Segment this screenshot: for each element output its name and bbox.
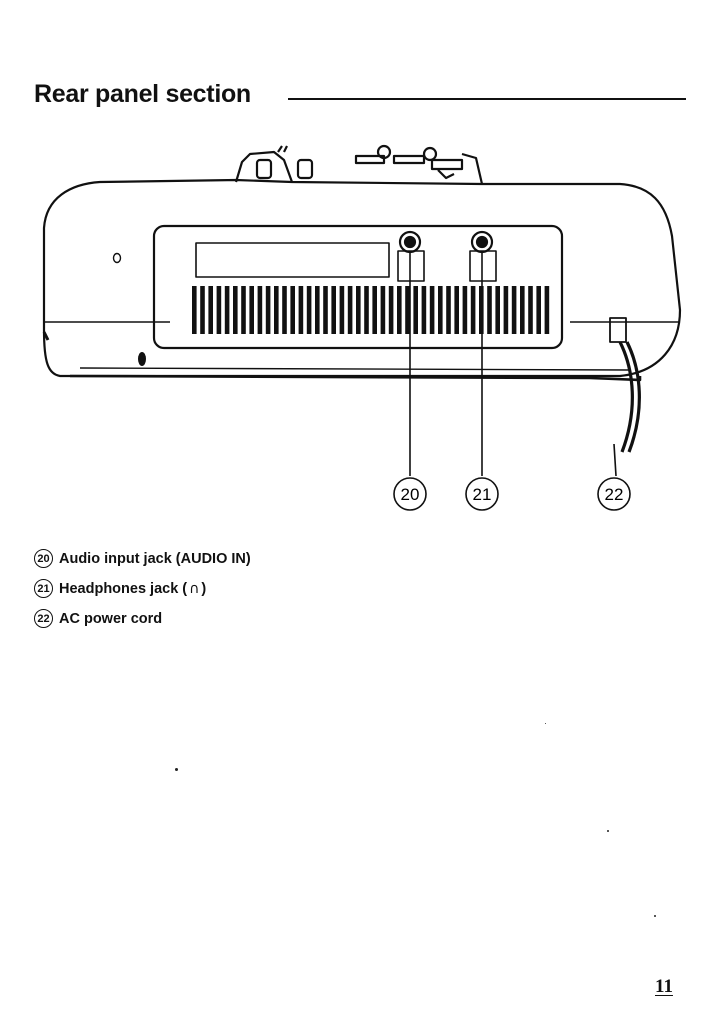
rear-panel-diagram: 20 21 22 xyxy=(30,140,690,520)
unit-body-outline xyxy=(44,180,680,376)
scan-speck xyxy=(607,830,609,832)
vent-slot xyxy=(307,286,312,334)
vent-slot xyxy=(520,286,525,334)
title-rule xyxy=(288,98,686,100)
vent-slot xyxy=(315,286,320,334)
vent-slot xyxy=(331,286,336,334)
vent-slot xyxy=(413,286,418,334)
vent-slot xyxy=(487,286,492,334)
vent-slot xyxy=(454,286,459,334)
vent-slot xyxy=(372,286,377,334)
vent-slot xyxy=(512,286,517,334)
vent-slot xyxy=(340,286,345,334)
vent-slot xyxy=(208,286,213,334)
vent-slot xyxy=(200,286,205,334)
legend-item-audio-in: 20 Audio input jack (AUDIO IN) xyxy=(34,546,251,571)
ventilation-grille xyxy=(192,286,549,334)
vent-slot xyxy=(233,286,238,334)
page-number: 11 xyxy=(655,976,673,998)
vent-slot xyxy=(389,286,394,334)
legend-label-headphones: Headphones jack ( xyxy=(59,581,187,597)
scan-speck xyxy=(654,915,656,917)
vent-slot xyxy=(430,286,435,334)
vent-slot xyxy=(348,286,353,334)
vent-slot xyxy=(364,286,369,334)
diagram-callout-22: 22 xyxy=(605,485,624,504)
vent-slot xyxy=(249,286,254,334)
vent-slot xyxy=(438,286,443,334)
callout-number-22: 22 xyxy=(34,609,53,628)
vent-slot xyxy=(446,286,451,334)
headphones-jack-illustration xyxy=(470,232,496,281)
scan-speck xyxy=(545,723,546,724)
callout-number-20: 20 xyxy=(34,549,53,568)
vent-slot xyxy=(266,286,271,334)
vent-slot xyxy=(528,286,533,334)
vent-slot xyxy=(274,286,279,334)
diagram-callout-21: 21 xyxy=(473,485,492,504)
legend-label-audio-in: Audio input jack (AUDIO IN) xyxy=(59,551,251,567)
callout-number-21: 21 xyxy=(34,579,53,598)
legend-item-power-cord: 22 AC power cord xyxy=(34,606,251,631)
diagram-callout-20: 20 xyxy=(401,485,420,504)
vent-slot xyxy=(323,286,328,334)
vent-slot xyxy=(536,286,541,334)
vent-slot xyxy=(225,286,230,334)
vent-slot xyxy=(356,286,361,334)
vent-slot xyxy=(258,286,263,334)
vent-slot xyxy=(192,286,197,334)
legend-label-power-cord: AC power cord xyxy=(59,611,162,627)
audio-in-jack-illustration xyxy=(398,232,424,281)
section-heading: Rear panel section xyxy=(34,80,686,116)
legend-item-headphones: 21 Headphones jack ( ∩ ) xyxy=(34,576,251,601)
ac-power-cord-illustration xyxy=(610,318,639,476)
vent-slot xyxy=(381,286,386,334)
vent-slot xyxy=(397,286,402,334)
legend-label-headphones-suffix: ) xyxy=(201,581,206,597)
headphones-icon: ∩ xyxy=(189,581,199,597)
vent-slot xyxy=(405,286,410,334)
vent-slot xyxy=(290,286,295,334)
vent-slot xyxy=(545,286,550,334)
section-title: Rear panel section xyxy=(34,80,251,109)
label-window xyxy=(196,243,389,277)
callout-legend: 20 Audio input jack (AUDIO IN) 21 Headph… xyxy=(34,546,251,636)
scan-speck xyxy=(175,768,178,771)
vent-slot xyxy=(241,286,246,334)
vent-slot xyxy=(495,286,500,334)
top-controls-illustration xyxy=(236,146,482,184)
vent-slot xyxy=(422,286,427,334)
vent-slot xyxy=(217,286,222,334)
vent-slot xyxy=(282,286,287,334)
vent-slot xyxy=(299,286,304,334)
vent-slot xyxy=(463,286,468,334)
base-plate xyxy=(70,376,640,380)
vent-slot xyxy=(504,286,509,334)
vent-slot xyxy=(479,286,484,334)
vent-slot xyxy=(471,286,476,334)
